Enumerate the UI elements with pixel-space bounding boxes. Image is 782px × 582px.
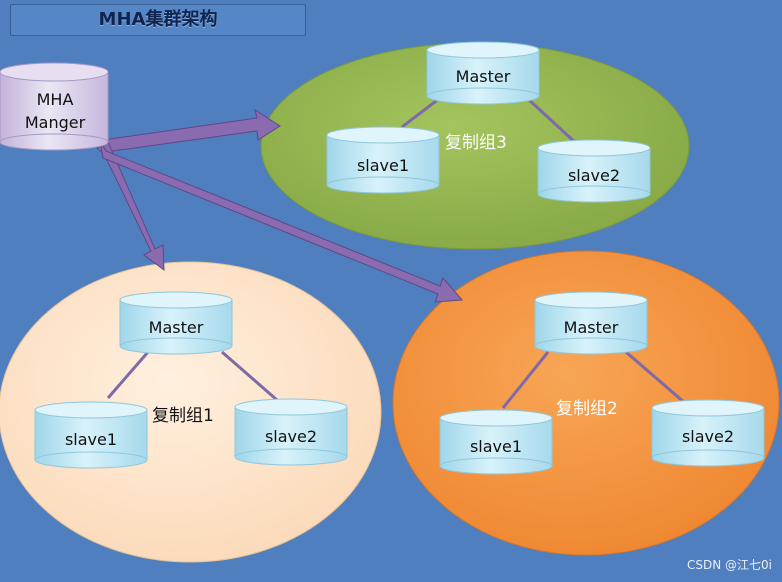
group-3-label: 复制组3	[445, 133, 507, 153]
replication-group-2-area	[392, 250, 780, 556]
mha-manager-db	[0, 62, 109, 151]
g1-slave1-label: slave1	[64, 430, 118, 449]
g3-slave1-label: slave1	[356, 156, 410, 175]
manager-arrows	[96, 108, 464, 303]
g2-slave2-label: slave2	[681, 427, 735, 446]
g3-slave2-db	[537, 139, 651, 203]
link-g3-slave1	[401, 96, 441, 129]
g3-master-db	[426, 41, 540, 105]
g2-slave1-db	[439, 409, 553, 475]
group-2-label: 复制组2	[556, 399, 618, 419]
mha-manager-label: MHA Manger	[24, 90, 86, 132]
g2-slave1-label: slave1	[469, 437, 523, 456]
group-1-label: 复制组1	[152, 406, 214, 426]
g3-slave1-db	[326, 126, 440, 194]
g1-master-label: Master	[148, 318, 204, 337]
g2-master-db	[534, 291, 648, 355]
link-g1-slave1	[106, 351, 150, 399]
link-g2-slave1	[501, 351, 550, 409]
arrow-to-group-2	[99, 140, 464, 303]
link-g1-slave2	[221, 350, 278, 402]
g3-master-label: Master	[455, 67, 511, 86]
db-cylinders	[34, 41, 765, 475]
diagram-title: MHA集群架构	[10, 4, 306, 36]
link-g2-slave2	[625, 350, 686, 405]
g1-slave1-db	[34, 401, 148, 469]
watermark: CSDN @江七0i	[687, 558, 772, 572]
g1-slave2-db	[234, 398, 348, 466]
g3-slave2-label: slave2	[567, 166, 621, 185]
g2-master-label: Master	[563, 318, 619, 337]
g1-slave2-label: slave2	[264, 427, 318, 446]
replication-links	[106, 96, 686, 409]
arrow-to-group-1	[96, 141, 165, 272]
arrow-to-group-3	[102, 108, 281, 153]
replication-group-1-area	[0, 261, 382, 563]
g2-slave2-db	[651, 399, 765, 467]
g1-master-db	[119, 291, 233, 355]
link-g3-slave2	[525, 96, 580, 147]
